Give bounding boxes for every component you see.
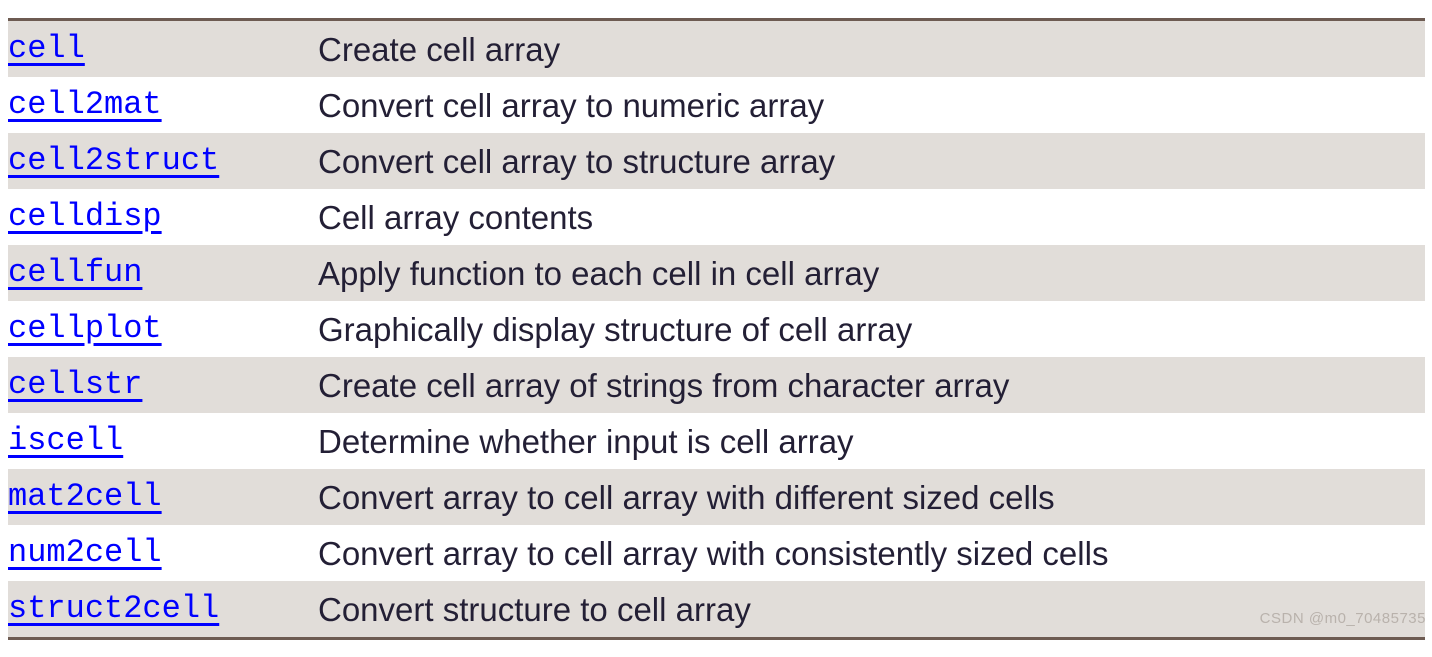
function-name-cell: celldisp	[8, 189, 318, 245]
function-name-cell: cell	[8, 20, 318, 78]
function-description-text: Convert array to cell array with consist…	[318, 534, 1109, 572]
function-link-cell2struct[interactable]: cell2struct	[8, 142, 220, 179]
function-description-cell: Determine whether input is cell array	[318, 413, 1425, 469]
function-description-text: Convert array to cell array with differe…	[318, 478, 1055, 516]
function-description-cell: Create cell array of strings from charac…	[318, 357, 1425, 413]
function-description-text: Apply function to each cell in cell arra…	[318, 254, 880, 292]
table-body: cell Create cell array cell2mat Convert …	[8, 19, 1425, 639]
table-row: cell Create cell array	[8, 19, 1425, 78]
function-description-cell: Graphically display structure of cell ar…	[318, 301, 1425, 357]
function-link-cell2mat[interactable]: cell2mat	[8, 86, 162, 123]
function-description-cell: Convert array to cell array with consist…	[318, 525, 1425, 581]
function-reference-table: cell Create cell array cell2mat Convert …	[8, 18, 1425, 640]
function-link-cellplot[interactable]: cellplot	[8, 310, 162, 347]
function-name-cell: cellstr	[8, 357, 318, 413]
function-description-cell: Convert structure to cell array	[318, 581, 1425, 639]
function-description-cell: Apply function to each cell in cell arra…	[318, 245, 1425, 301]
function-name-cell: cellplot	[8, 301, 318, 357]
csdn-watermark: CSDN @m0_70485735	[1259, 610, 1426, 627]
function-link-struct2cell[interactable]: struct2cell	[8, 590, 220, 627]
table-row: iscell Determine whether input is cell a…	[8, 413, 1425, 469]
function-name-cell: cell2struct	[8, 133, 318, 189]
table-row: struct2cell Convert structure to cell ar…	[8, 581, 1425, 639]
function-description-cell: Cell array contents	[318, 189, 1425, 245]
function-link-iscell[interactable]: iscell	[8, 422, 124, 459]
function-name-cell: struct2cell	[8, 581, 318, 639]
table-row: cellfun Apply function to each cell in c…	[8, 245, 1425, 301]
function-name-cell: cell2mat	[8, 77, 318, 133]
function-description-text: Cell array contents	[318, 198, 594, 236]
table-row: mat2cell Convert array to cell array wit…	[8, 469, 1425, 525]
function-link-cellfun[interactable]: cellfun	[8, 254, 143, 291]
function-link-mat2cell[interactable]: mat2cell	[8, 478, 162, 515]
function-name-cell: iscell	[8, 413, 318, 469]
table-row: celldisp Cell array contents	[8, 189, 1425, 245]
table-row: num2cell Convert array to cell array wit…	[8, 525, 1425, 581]
function-description-text: Create cell array	[318, 30, 561, 68]
table-row: cellstr Create cell array of strings fro…	[8, 357, 1425, 413]
function-name-cell: num2cell	[8, 525, 318, 581]
table-row: cell2mat Convert cell array to numeric a…	[8, 77, 1425, 133]
function-description-cell: Convert cell array to numeric array	[318, 77, 1425, 133]
function-description-cell: Convert cell array to structure array	[318, 133, 1425, 189]
function-description-text: Convert cell array to structure array	[318, 142, 836, 180]
function-name-cell: cellfun	[8, 245, 318, 301]
function-link-cell[interactable]: cell	[8, 30, 85, 67]
function-description-text: Create cell array of strings from charac…	[318, 366, 1010, 404]
function-description-text: Convert cell array to numeric array	[318, 86, 825, 124]
function-link-cellstr[interactable]: cellstr	[8, 366, 143, 403]
function-link-celldisp[interactable]: celldisp	[8, 198, 162, 235]
function-description-text: Determine whether input is cell array	[318, 422, 854, 460]
function-description-text: Convert structure to cell array	[318, 590, 751, 628]
function-description-cell: Convert array to cell array with differe…	[318, 469, 1425, 525]
table-row: cell2struct Convert cell array to struct…	[8, 133, 1425, 189]
function-description-cell: Create cell array	[318, 20, 1425, 78]
function-link-num2cell[interactable]: num2cell	[8, 534, 162, 571]
function-description-text: Graphically display structure of cell ar…	[318, 310, 913, 348]
table-row: cellplot Graphically display structure o…	[8, 301, 1425, 357]
function-name-cell: mat2cell	[8, 469, 318, 525]
